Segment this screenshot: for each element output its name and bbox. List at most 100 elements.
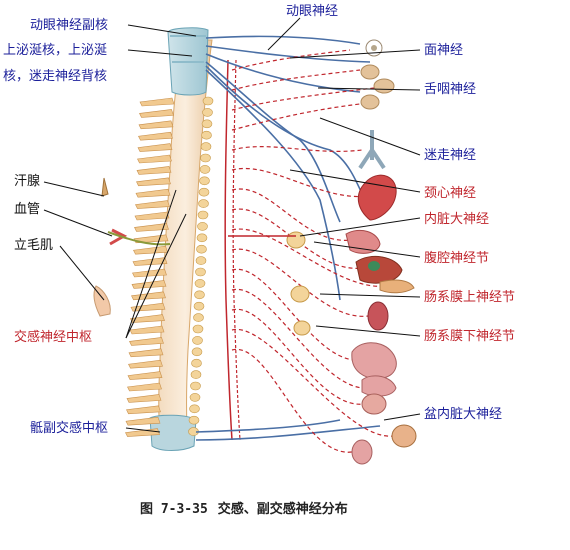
chain-ganglion bbox=[202, 96, 214, 106]
figure-title: 交感、副交感神经分布 bbox=[217, 502, 348, 517]
chain-ganglion bbox=[188, 415, 200, 425]
sacral-region bbox=[149, 414, 197, 451]
chain-ganglion bbox=[190, 370, 202, 379]
vertebral-process bbox=[135, 200, 170, 209]
chain-ganglion bbox=[199, 176, 210, 186]
chain-ganglion bbox=[201, 119, 213, 129]
label-oculomotor-nerve: 动眼神经 bbox=[286, 4, 339, 19]
sympathetic-fiber bbox=[231, 349, 353, 453]
chain-ganglion bbox=[194, 290, 205, 300]
vertebral-process bbox=[128, 348, 164, 358]
brainstem bbox=[167, 27, 209, 96]
label-vagus-nerve: 迷走神经 bbox=[424, 148, 477, 163]
label-splanchnic-nerve: 内脏大神经 bbox=[424, 212, 490, 227]
leader-lines bbox=[43, 17, 421, 433]
chain-ganglion bbox=[197, 222, 208, 231]
label-pelvic-splanchnic-nerve: 盆内脏大神经 bbox=[424, 407, 503, 422]
chain-ganglion bbox=[193, 301, 205, 311]
sympathetic-fiber bbox=[231, 268, 363, 361]
sympathetic-fiber bbox=[231, 329, 395, 437]
sympathetic-fiber bbox=[231, 248, 369, 317]
sympathetic-trunk bbox=[188, 96, 214, 436]
vertebral-process bbox=[138, 120, 174, 130]
vertebral-process bbox=[125, 416, 161, 426]
label-salivatory-nucleus-line2: 核，迷走神经背核 bbox=[3, 69, 108, 84]
chain-ganglion bbox=[198, 199, 209, 208]
vertebral-process bbox=[133, 245, 168, 255]
organs bbox=[345, 39, 417, 465]
sympathetic-fiber bbox=[231, 208, 363, 269]
sympathetic-nerves bbox=[231, 49, 395, 453]
chain-ganglion bbox=[195, 256, 207, 265]
label-inferior-mesenteric-ganglion: 肠系膜下神经节 bbox=[424, 329, 516, 344]
figure-caption: 图 7-3-35 交感、副交感神经分布 bbox=[140, 498, 348, 517]
vertebral-process bbox=[127, 371, 163, 380]
vertebral-process bbox=[139, 97, 175, 107]
chain-ganglion bbox=[200, 153, 211, 163]
vertebral-process bbox=[131, 291, 166, 301]
sympathetic-fiber bbox=[231, 308, 365, 405]
vertebral-process bbox=[137, 143, 173, 152]
prevertebral-ganglia bbox=[228, 231, 311, 336]
parasympathetic-nerves bbox=[195, 35, 381, 441]
chain-ganglion bbox=[201, 130, 212, 140]
vertebral-process bbox=[127, 382, 162, 392]
vertebral-process bbox=[134, 211, 170, 221]
skin-effectors bbox=[93, 177, 171, 317]
sympathetic-fiber bbox=[231, 167, 371, 198]
chain-ganglion bbox=[196, 244, 207, 254]
chain-ganglion bbox=[193, 313, 204, 322]
label-facial-nerve: 面神经 bbox=[424, 43, 464, 58]
vertebral-process bbox=[135, 188, 171, 198]
chain-ganglion bbox=[191, 358, 202, 368]
vertebral-process bbox=[131, 280, 167, 289]
label-celiac-ganglion: 腹腔神经节 bbox=[424, 251, 490, 266]
chain-ganglion bbox=[192, 324, 204, 334]
chain-ganglion bbox=[199, 165, 211, 174]
vertebral-process bbox=[136, 177, 171, 187]
label-sweat-gland: 汗腺 bbox=[14, 174, 41, 189]
chain-ganglion bbox=[192, 336, 203, 345]
chain-ganglion bbox=[202, 108, 213, 117]
sympathetic-fiber bbox=[231, 228, 387, 287]
label-glossopharyngeal-nerve: 舌咽神经 bbox=[424, 82, 477, 97]
vertebral-process bbox=[126, 405, 161, 415]
label-oculomotor-accessory-nucleus: 动眼神经副核 bbox=[30, 18, 109, 33]
label-blood-vessel: 血管 bbox=[14, 202, 41, 217]
vertebral-process bbox=[138, 131, 173, 141]
sympathetic-fiber bbox=[231, 146, 363, 152]
vertebral-process bbox=[130, 314, 165, 323]
label-cardiac-nerve: 颈心神经 bbox=[424, 186, 477, 201]
chain-ganglion bbox=[198, 187, 210, 197]
sympathetic-fiber bbox=[231, 87, 375, 111]
label-sacral-parasympathetic-center: 骶副交感中枢 bbox=[30, 421, 109, 436]
chain-ganglion bbox=[196, 233, 208, 243]
vertebral-process bbox=[129, 337, 164, 346]
chain-ganglion bbox=[191, 347, 203, 357]
vertebral-process bbox=[133, 234, 169, 244]
vertebral-process bbox=[129, 325, 165, 335]
vertebral-process bbox=[132, 257, 168, 266]
vertebral-processes bbox=[125, 97, 175, 437]
vertebral-process bbox=[126, 394, 162, 403]
vertebral-process bbox=[139, 109, 174, 118]
label-sympathetic-center: 交感神经中枢 bbox=[14, 330, 93, 345]
figure-number: 图 7-3-35 bbox=[140, 502, 208, 517]
vertebral-process bbox=[134, 223, 169, 232]
sympathetic-fiber bbox=[231, 288, 371, 389]
sympathetic-trunk-line bbox=[224, 59, 241, 441]
vertebral-process bbox=[137, 154, 172, 164]
chain-ganglion bbox=[195, 267, 206, 277]
chain-ganglion bbox=[189, 404, 200, 414]
chain-ganglion bbox=[190, 381, 201, 391]
vertebral-process bbox=[128, 359, 163, 369]
vertebral-process bbox=[136, 166, 172, 175]
chain-ganglion bbox=[200, 142, 212, 151]
chain-ganglion bbox=[197, 210, 209, 220]
label-arrector-pili: 立毛肌 bbox=[14, 238, 54, 253]
sympathetic-fiber bbox=[231, 69, 361, 91]
vertebral-process bbox=[132, 268, 167, 278]
chain-ganglion bbox=[189, 393, 201, 402]
